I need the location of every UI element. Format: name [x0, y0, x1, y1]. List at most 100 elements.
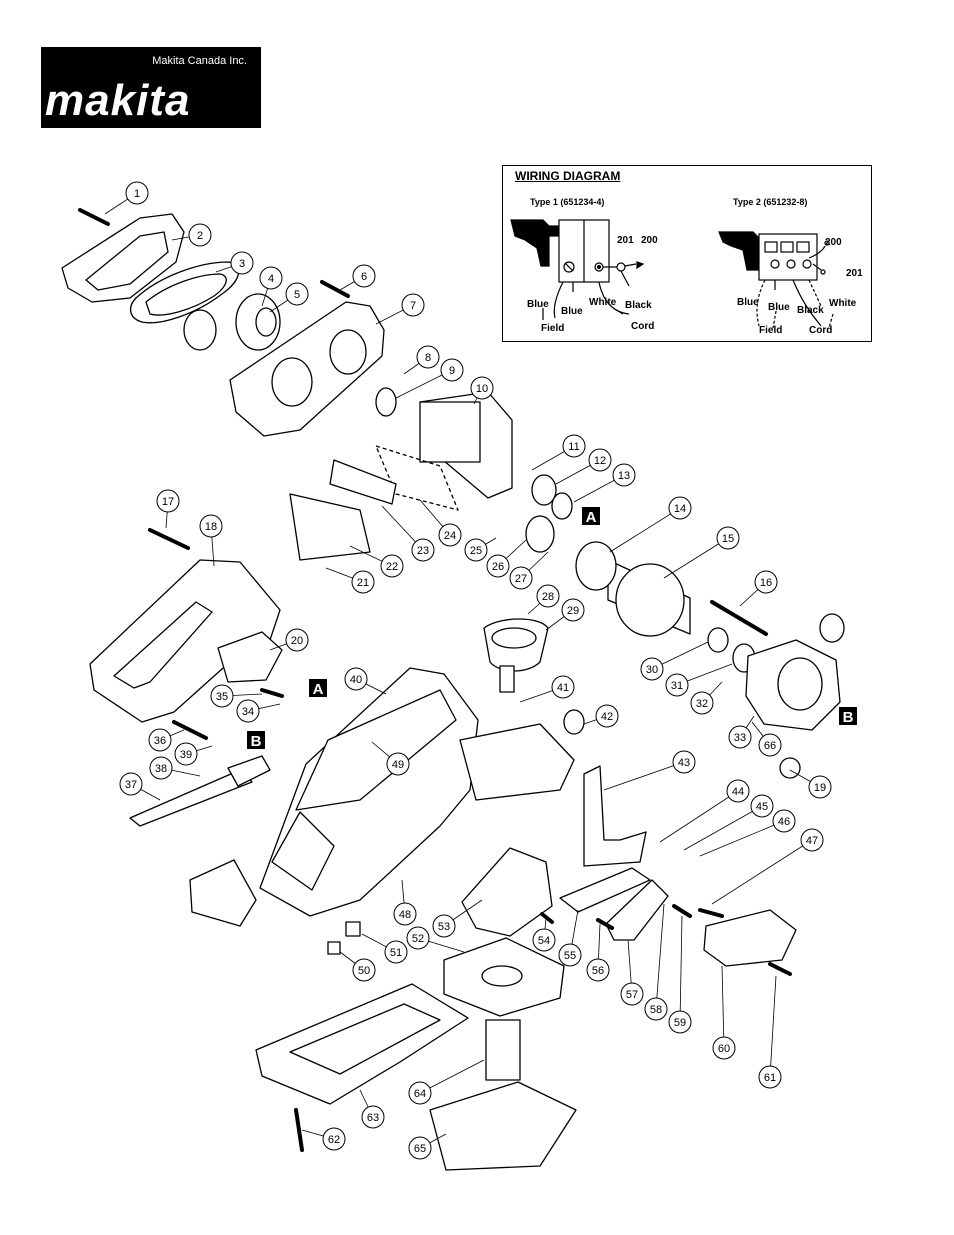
part-callout-10: 10	[470, 376, 494, 400]
part-number: 48	[399, 909, 411, 921]
bearing-13	[551, 492, 573, 520]
switch-body	[217, 631, 283, 683]
part-callout-20: 20	[285, 628, 309, 652]
motor-housing-window	[295, 689, 457, 811]
part-number: 30	[646, 664, 658, 676]
part-number: 13	[618, 470, 630, 482]
part-callout-58: 58	[644, 997, 668, 1021]
part-number: 35	[216, 691, 228, 703]
return-spring	[485, 1019, 521, 1081]
part-callout-16: 16	[754, 570, 778, 594]
part-number: 17	[162, 496, 174, 508]
part-number: 8	[425, 352, 431, 364]
lever-plate	[559, 867, 651, 913]
rear-base-bracket	[459, 723, 575, 801]
part-number: 18	[205, 521, 217, 533]
screw-8	[698, 908, 724, 918]
part-number: 42	[601, 711, 613, 723]
planer-blade-outline	[375, 445, 459, 511]
part-callout-63: 63	[361, 1105, 385, 1129]
part-callout-39: 39	[174, 742, 198, 766]
leader-line-14	[609, 507, 681, 553]
part-number: 59	[674, 1017, 686, 1029]
part-callout-26: 26	[486, 554, 510, 578]
part-number: 15	[722, 533, 734, 545]
part-number: 24	[444, 530, 456, 542]
part-number: 66	[764, 740, 776, 752]
part-callout-65: 65	[408, 1136, 432, 1160]
part-number: 40	[350, 674, 362, 686]
motor-housing-front	[271, 811, 335, 891]
type2-switch-drawing	[718, 231, 834, 329]
part-number: 22	[386, 561, 398, 573]
spring-stand	[429, 1081, 577, 1171]
part-callout-14: 14	[668, 496, 692, 520]
part-number: 4	[268, 273, 274, 285]
wiring-diagram: WIRING DIAGRAM Type 1 (651234-4) Type 2 …	[502, 165, 872, 342]
part-number: 60	[718, 1043, 730, 1055]
makita-logo: Makita Canada Inc. makita	[41, 47, 261, 128]
gear-housing-bore-a	[271, 357, 313, 407]
part-callout-48: 48	[393, 902, 417, 926]
screw-11	[540, 912, 554, 924]
part-number: 51	[390, 947, 402, 959]
part-number: 9	[449, 365, 455, 377]
leader-line-46	[699, 820, 785, 857]
part-callout-38: 38	[149, 756, 173, 780]
part-callout-56: 56	[586, 958, 610, 982]
part-number: 21	[357, 577, 369, 589]
wiring-type1-label: Type 1 (651234-4)	[530, 197, 605, 207]
part-callout-35: 35	[210, 684, 234, 708]
type1-switch-drawing	[510, 219, 645, 320]
screw-10	[294, 1108, 304, 1152]
part-callout-44: 44	[726, 779, 750, 803]
part-callout-50: 50	[352, 958, 376, 982]
leader-line-61	[769, 975, 777, 1078]
part-callout-61: 61	[758, 1065, 782, 1089]
part-callout-6: 6	[352, 264, 376, 288]
belt-cover	[461, 847, 553, 937]
part-callout-60: 60	[712, 1036, 736, 1060]
part-callout-34: 34	[236, 699, 260, 723]
part-callout-1: 1	[125, 181, 149, 205]
part-number: 65	[414, 1143, 426, 1155]
bearing-9	[375, 387, 397, 417]
part-number: 44	[732, 786, 744, 798]
screw-9	[768, 962, 792, 976]
part-callout-23: 23	[411, 538, 435, 562]
carbon-cap-19	[779, 757, 801, 779]
part-callout-62: 62	[322, 1127, 346, 1151]
part-callout-27: 27	[509, 566, 533, 590]
part-number: 63	[367, 1112, 379, 1124]
cord-guard	[227, 755, 271, 787]
part-callout-49: 49	[386, 752, 410, 776]
t1-label-200: 200	[641, 235, 658, 246]
part-number: 36	[154, 735, 166, 747]
cutter-drum-face	[419, 401, 481, 463]
carbon-brush	[345, 921, 361, 937]
armature-core	[615, 563, 685, 637]
part-number: 14	[674, 503, 686, 515]
t1-label-201: 201	[617, 235, 634, 246]
part-callout-25: 25	[464, 538, 488, 562]
part-callout-40: 40	[344, 667, 368, 691]
part-callouts: 1234567891011121314151617181920212223242…	[119, 181, 832, 1160]
section-marker-letter: B	[251, 733, 262, 750]
depth-knob-top	[491, 627, 537, 649]
drive-belt-inner	[145, 273, 227, 316]
part-callout-46: 46	[772, 809, 796, 833]
part-callout-5: 5	[285, 282, 309, 306]
part-number: 31	[671, 680, 683, 692]
t2-label-black: Black	[797, 305, 824, 316]
screw-3	[148, 528, 190, 550]
t1-label-black: Black	[625, 300, 652, 311]
leader-line-60	[721, 965, 725, 1049]
part-number: 50	[358, 965, 370, 977]
part-callout-42: 42	[595, 704, 619, 728]
t2-label-blue-b: Blue	[768, 302, 790, 313]
part-number: 62	[328, 1134, 340, 1146]
t1-label-blue-b: Blue	[561, 306, 583, 317]
part-number: 49	[392, 759, 404, 771]
guide-rule	[583, 765, 647, 867]
